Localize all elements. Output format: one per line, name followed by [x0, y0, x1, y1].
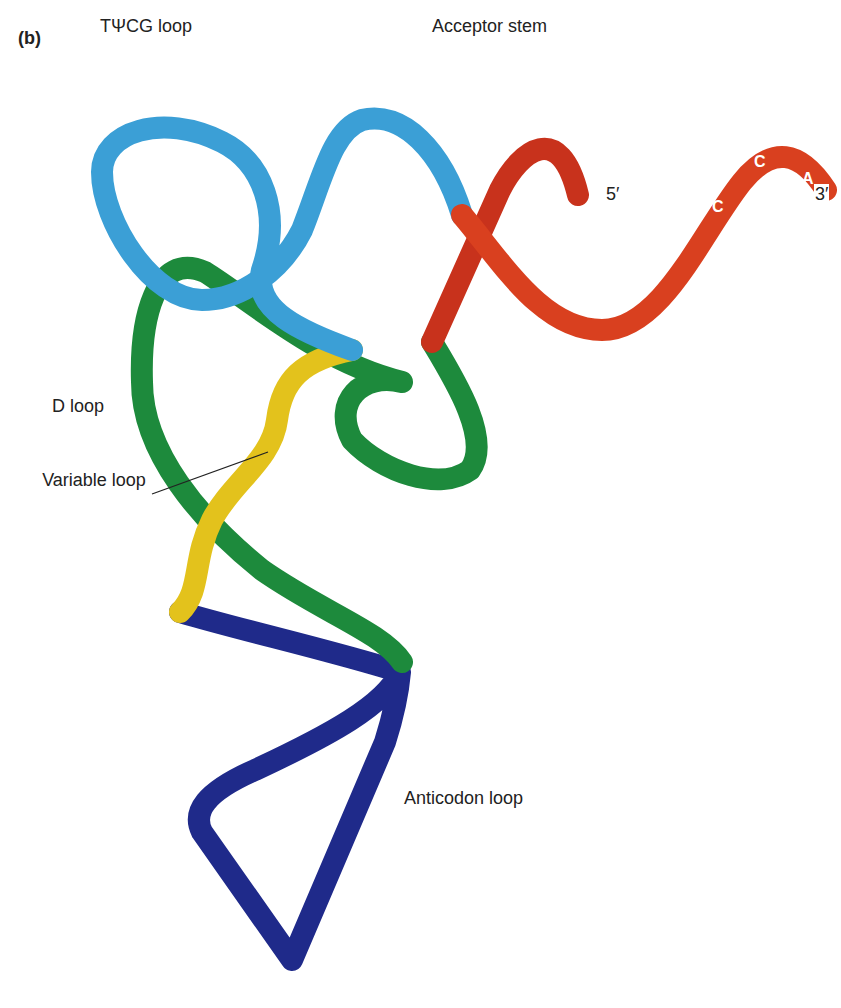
t-arm-strand [102, 118, 462, 350]
acceptor-strand-3prime [462, 157, 826, 330]
base-letter: A [802, 170, 814, 188]
loop-label: D loop [52, 396, 104, 417]
base-letter: C [754, 153, 766, 171]
stem-label: Acceptor stem [432, 16, 547, 37]
leader-line [152, 452, 268, 494]
loop-label: TΨCG loop [100, 16, 192, 37]
end-label: 3′ [814, 184, 829, 205]
variable-loop-strand [180, 350, 352, 612]
panel-letter: (b) [18, 28, 41, 49]
loop-label: Variable loop [40, 470, 148, 491]
end-label: 5′ [606, 184, 619, 205]
anticodon-strand [180, 612, 400, 960]
loop-label: Anticodon loop [404, 788, 523, 809]
base-letter: C [712, 198, 724, 216]
